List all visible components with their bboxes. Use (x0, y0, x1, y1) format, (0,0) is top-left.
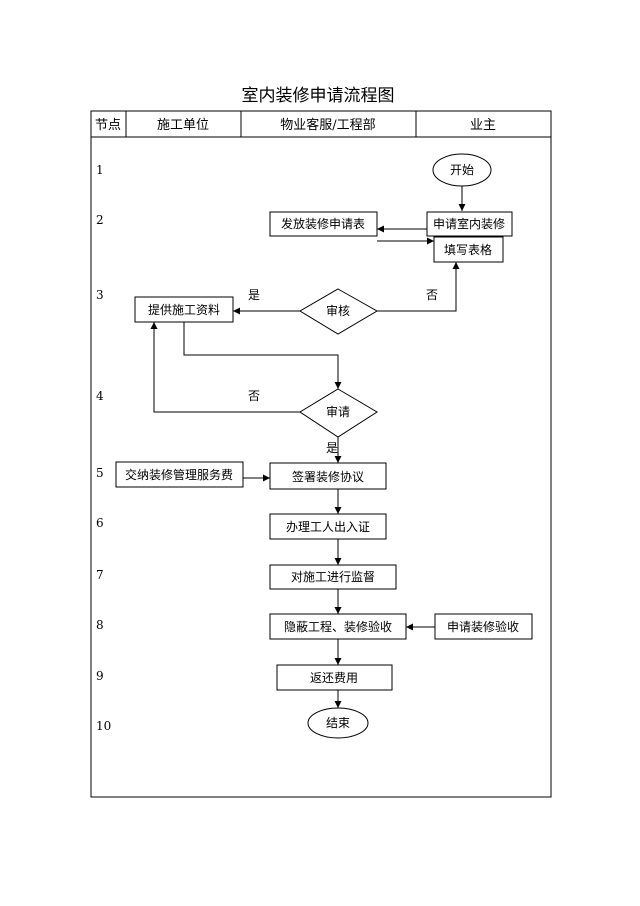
approve-no-label: 否 (248, 389, 260, 403)
fill-form-label: 填写表格 (444, 242, 492, 257)
approve-yes-label: 是 (326, 441, 338, 455)
worker-pass-box (269, 513, 387, 540)
arrow-approve-no (150, 322, 300, 413)
row-number-3: 3 (96, 288, 104, 302)
row-number-1: 1 (96, 163, 104, 177)
pay-fee-box (115, 461, 244, 488)
start-label: 开始 (450, 163, 474, 177)
fill-form-box (433, 236, 504, 263)
refund-box (276, 664, 393, 691)
acceptance-label: 隐蔽工程、装修验收 (284, 619, 392, 634)
arrow-review-no (377, 262, 460, 312)
sign-agreement-label: 签署装修协议 (292, 469, 364, 484)
row-number-4: 4 (96, 389, 104, 403)
row-number-7: 7 (96, 568, 104, 582)
row-number-8: 8 (96, 618, 104, 632)
header-owner: 业主 (470, 118, 496, 133)
header-node: 节点 (95, 118, 121, 133)
row-number-5: 5 (96, 466, 104, 480)
supervise-label: 对施工进行监督 (291, 569, 375, 584)
review-label: 审核 (326, 303, 350, 318)
arrow-docs-to-approve (183, 322, 342, 389)
row-number-6: 6 (96, 516, 104, 530)
end-terminal (307, 707, 369, 739)
review-decision (299, 288, 379, 335)
provide-docs-label: 提供施工资料 (148, 302, 220, 317)
sign-agreement-box (269, 462, 387, 490)
row-number-2: 2 (96, 213, 104, 227)
apply-acceptance-box (434, 613, 533, 640)
header-property: 物业客服/工程部 (280, 117, 375, 133)
row-number-9: 9 (96, 669, 104, 683)
approve-label: 审请 (326, 404, 350, 419)
refund-label: 返还费用 (310, 671, 358, 685)
row-number-10: 10 (96, 719, 111, 733)
apply-renovation-box (426, 211, 513, 237)
worker-pass-label: 办理工人出入证 (286, 519, 370, 534)
review-no-label: 否 (426, 288, 438, 302)
distribute-form-label: 发放装修申请表 (281, 216, 365, 231)
distribute-form-box (269, 211, 378, 237)
provide-docs-box (134, 296, 234, 323)
apply-acceptance-label: 申请装修验收 (447, 619, 519, 634)
review-yes-label: 是 (248, 288, 260, 302)
page-title: 室内装修申请流程图 (242, 86, 395, 106)
header-contractor: 施工单位 (157, 118, 209, 133)
supervise-box (269, 564, 397, 590)
pay-fee-label: 交纳装修管理服务费 (125, 467, 233, 482)
apply-renovation-label: 申请室内装修 (433, 216, 505, 231)
end-label: 结束 (326, 716, 350, 730)
table-frame (90, 110, 552, 798)
